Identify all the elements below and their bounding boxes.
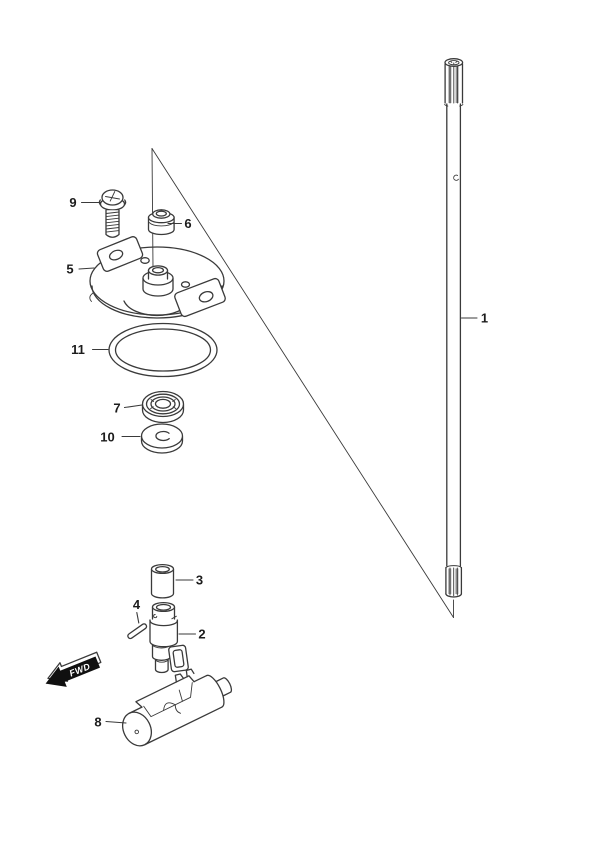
part-label-6: 6: [184, 216, 191, 231]
part-label-4: 4: [133, 597, 141, 612]
plate-tab-left: [96, 236, 144, 272]
part-8-clutch-housing: [121, 668, 233, 747]
shaft-top-spline: [444, 58, 464, 107]
shaft-bottom-spline: [445, 565, 463, 598]
part-5-hub: [142, 265, 174, 297]
part-label-10: 10: [100, 430, 114, 445]
part-label-8: 8: [94, 715, 101, 730]
part-4-pin: [127, 623, 148, 640]
shaft-surface-mark: [453, 174, 459, 181]
leader-8: [105, 720, 127, 724]
part-labels: 1 2 3 4 5 6 7 8 9 10 11: [66, 195, 488, 730]
leader-7: [123, 404, 143, 409]
plate-tab-right: [174, 277, 226, 318]
part-3-sleeve: [150, 563, 175, 599]
part-label-11: 11: [71, 342, 85, 357]
assembly-lines: [151, 148, 454, 618]
part-6-bushing: [147, 209, 175, 236]
part-11-o-ring: [108, 322, 218, 378]
part-label-7: 7: [113, 401, 120, 416]
diagonal-assembly-line: [151, 148, 454, 618]
part-7-bearing: [141, 390, 185, 424]
clutch-retainer-clip: [168, 644, 189, 673]
part-label-5: 5: [66, 262, 73, 277]
plate-screw-hole: [180, 281, 191, 288]
part-label-2: 2: [198, 627, 205, 642]
vertical-assembly-line: [151, 148, 154, 269]
leader-4: [136, 611, 140, 624]
plate-screw-hole: [140, 257, 150, 264]
part-label-1: 1: [481, 311, 488, 326]
leader-lines: [78, 201, 478, 724]
part-label-3: 3: [196, 573, 203, 588]
leader-5: [78, 267, 95, 270]
part-9-bolt: [98, 189, 127, 238]
part-10-washer: [140, 423, 184, 454]
fwd-arrow-icon: FWD: [45, 651, 102, 687]
part-label-9: 9: [69, 195, 76, 210]
part-1-drive-shaft: [444, 58, 464, 598]
part-2-clutch-shaft: [149, 601, 189, 674]
